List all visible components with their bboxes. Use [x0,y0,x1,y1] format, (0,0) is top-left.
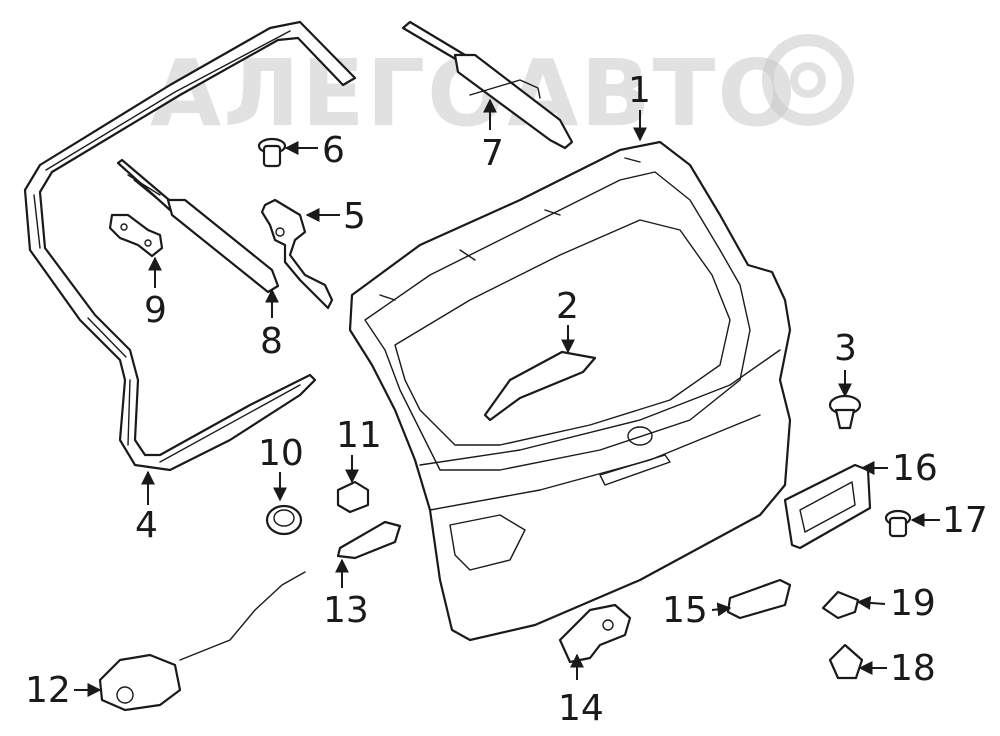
part-14-latch [558,603,632,664]
callout-11: 11 [336,415,382,456]
callout-16: 16 [892,448,938,489]
callout-5: 5 [343,196,366,237]
callout-19: 19 [890,583,936,624]
part-5-bracket [260,198,334,310]
part-15-lamp [726,578,792,620]
callout-3: 3 [834,328,857,369]
callout-14: 14 [558,688,604,729]
part-9-hinge [108,213,164,258]
callout-4: 4 [135,505,158,546]
callout-13: 13 [323,590,369,631]
callout-6: 6 [322,130,345,171]
part-17-bolt [884,509,912,538]
callout-10: 10 [258,433,304,474]
callout-15: 15 [662,590,708,631]
part-1-tailgate [348,140,792,642]
part-11-switch [336,480,370,514]
callout-7: 7 [481,133,504,174]
callout-18: 18 [890,648,936,689]
part-18-plug [828,643,864,680]
callout-17: 17 [942,500,988,541]
part-4-weatherstrip [23,20,357,472]
part-6-bolt [257,137,287,168]
callout-8: 8 [260,321,283,362]
callout-labels: 1 2 3 4 5 6 7 8 9 10 11 12 13 14 15 16 1… [25,70,988,729]
part-16-plate-bracket [783,463,872,550]
callout-12: 12 [25,670,71,711]
callout-2: 2 [556,286,579,327]
part-10-grommet [265,504,303,536]
part-12-actuator [98,571,306,712]
part-7-gas-strut [401,20,574,150]
part-3-clip [828,394,862,430]
callout-9: 9 [144,290,167,331]
callout-1: 1 [628,70,651,111]
part-19-bracket [821,590,860,620]
leader-lines [74,98,940,697]
part-13-camera-bracket [336,520,402,560]
